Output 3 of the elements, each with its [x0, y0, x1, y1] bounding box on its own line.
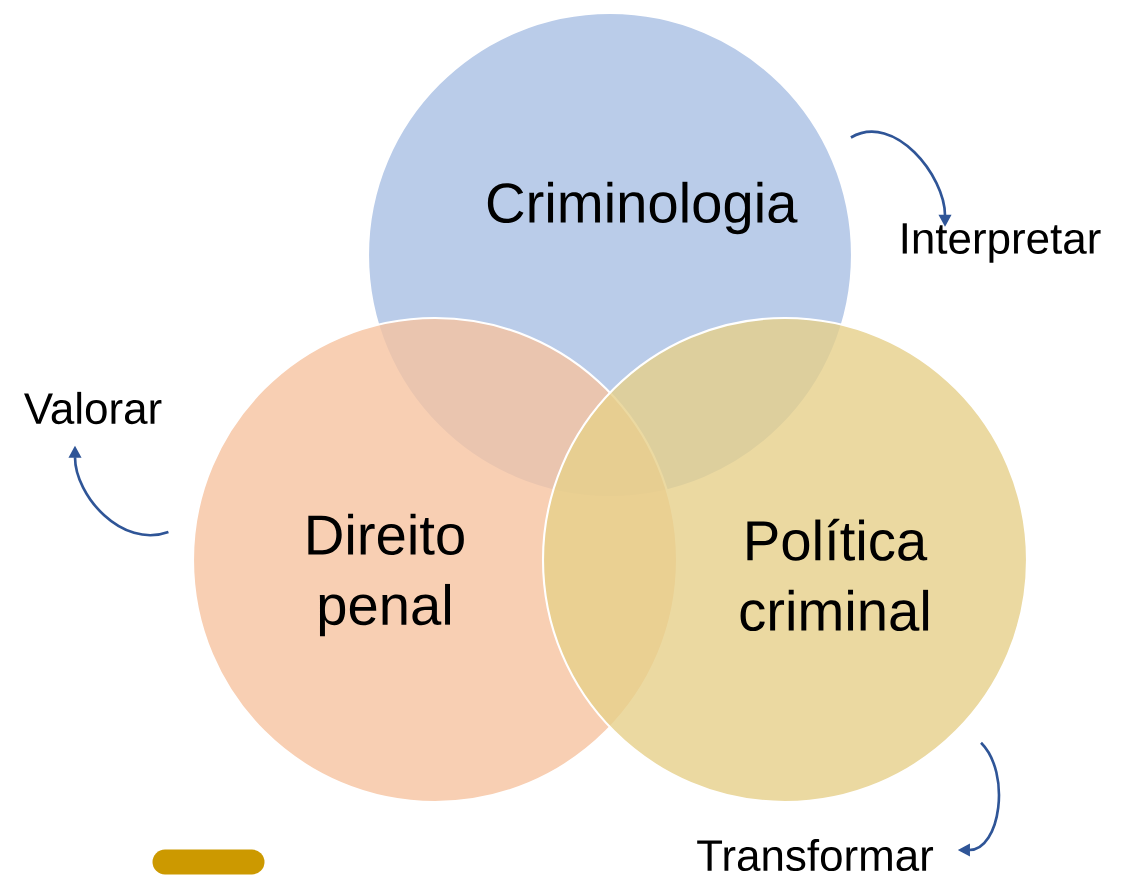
- label-text: Transformar: [697, 838, 934, 872]
- label-text: Valorar: [24, 391, 162, 425]
- label-text: Interpretar: [902, 223, 1101, 263]
